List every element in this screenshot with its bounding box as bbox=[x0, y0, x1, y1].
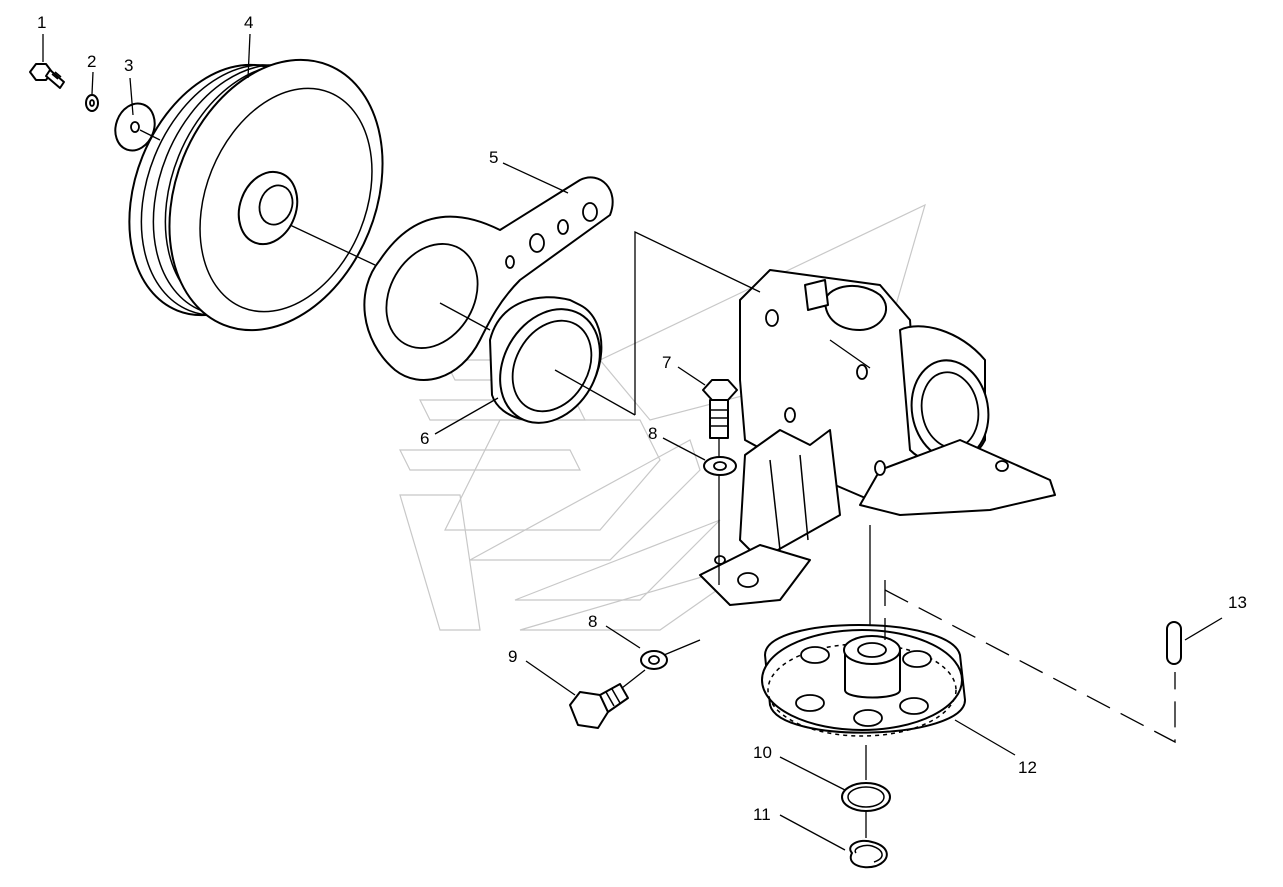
callout-3: 3 bbox=[124, 56, 133, 75]
callout-9: 9 bbox=[508, 647, 517, 666]
bolt-part-7 bbox=[702, 379, 738, 439]
callout-12: 12 bbox=[1018, 758, 1037, 777]
pulley-part-4 bbox=[128, 58, 384, 332]
callout-7: 7 bbox=[662, 353, 671, 372]
callout-5: 5 bbox=[489, 148, 498, 167]
callout-11: 11 bbox=[753, 805, 771, 824]
bracket-part-5 bbox=[363, 176, 614, 381]
key-part-13 bbox=[1166, 621, 1182, 665]
assembly-lines bbox=[139, 129, 1176, 838]
washer-part-8-lower bbox=[640, 650, 668, 670]
gear-part-12 bbox=[761, 624, 966, 737]
bushing-part-6 bbox=[489, 296, 603, 424]
callout-8-upper: 8 bbox=[648, 424, 657, 443]
bolt-part-9 bbox=[569, 683, 629, 729]
washer-part-2 bbox=[85, 94, 99, 112]
callout-2: 2 bbox=[87, 52, 96, 71]
callout-13: 13 bbox=[1228, 593, 1247, 612]
callout-leaders bbox=[42, 33, 1223, 851]
callout-4: 4 bbox=[244, 13, 253, 32]
pump-housing bbox=[699, 269, 1056, 606]
washer-part-8-upper bbox=[703, 456, 737, 476]
callout-6: 6 bbox=[420, 429, 429, 448]
callout-1: 1 bbox=[37, 13, 46, 32]
callout-10: 10 bbox=[753, 743, 772, 762]
bolt-part-1 bbox=[29, 63, 65, 89]
callout-8-lower: 8 bbox=[588, 612, 597, 631]
callout-labels: 1 2 3 4 5 6 7 8 8 9 10 11 12 13 bbox=[37, 13, 1247, 824]
snap-ring-part-10 bbox=[841, 782, 891, 812]
circlip-part-11 bbox=[849, 839, 888, 869]
